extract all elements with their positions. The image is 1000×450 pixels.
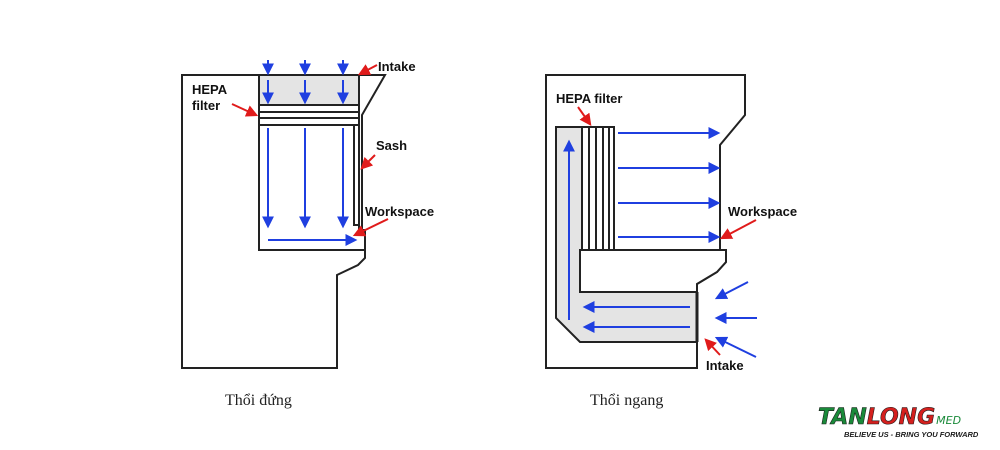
horizontal-hepa-label: HEPA filter (556, 91, 622, 106)
horizontal-workspace-label: Workspace (728, 204, 797, 219)
company-logo: TANLONGMED BELIEVE US - BRING YOU FORWAR… (818, 405, 979, 439)
vertical-hepa-label-line2: filter (192, 98, 220, 113)
vertical-hepa-filter (258, 104, 360, 126)
logo-word: TANLONGMED (818, 405, 961, 430)
vertical-flow-cabinet: Intake HEPA filter Sash Workspace Thổi đ… (181, 59, 434, 409)
airflow-arrow (714, 336, 757, 358)
workspace-pointer (719, 219, 757, 240)
vertical-workspace-label: Workspace (365, 204, 434, 219)
hepa-pointer (577, 106, 592, 126)
sash-pointer (360, 154, 376, 170)
intake-pointer (704, 338, 721, 356)
logo-part-med: MED (936, 414, 961, 427)
logo-part-tan: TAN (818, 405, 867, 430)
vertical-sash-label: Sash (376, 138, 407, 153)
horizontal-work-surface (579, 249, 727, 293)
airflow-arrow (714, 281, 749, 300)
logo-part-long: LONG (867, 405, 935, 430)
horizontal-intake-label: Intake (706, 358, 744, 373)
intake-pointer (357, 64, 378, 76)
vertical-caption: Thổi đứng (225, 392, 292, 409)
horizontal-flow-cabinet: HEPA filter Workspace Intake Thổi ngang (545, 74, 797, 409)
logo-tagline: BELIEVE US - BRING YOU FORWARD (844, 430, 979, 439)
vertical-hepa-label: HEPA (192, 82, 228, 97)
vertical-intake-label: Intake (378, 59, 416, 74)
workspace-pointer (352, 218, 389, 237)
vertical-sash (353, 124, 360, 226)
horizontal-caption: Thổi ngang (590, 392, 663, 409)
hepa-pointer (231, 103, 259, 117)
